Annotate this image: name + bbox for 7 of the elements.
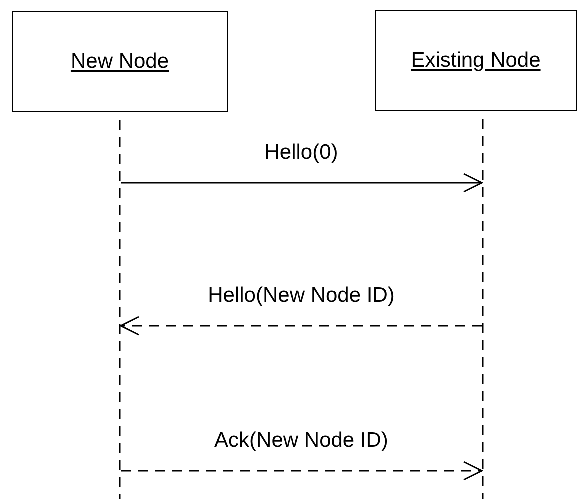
participant-box <box>375 10 577 111</box>
message-arrow <box>120 316 482 336</box>
message-arrow <box>121 173 483 193</box>
message-arrow <box>121 461 483 481</box>
participant-name: Existing Node <box>411 48 541 72</box>
participant-box <box>12 11 228 112</box>
participant-name: New Node <box>70 50 170 74</box>
